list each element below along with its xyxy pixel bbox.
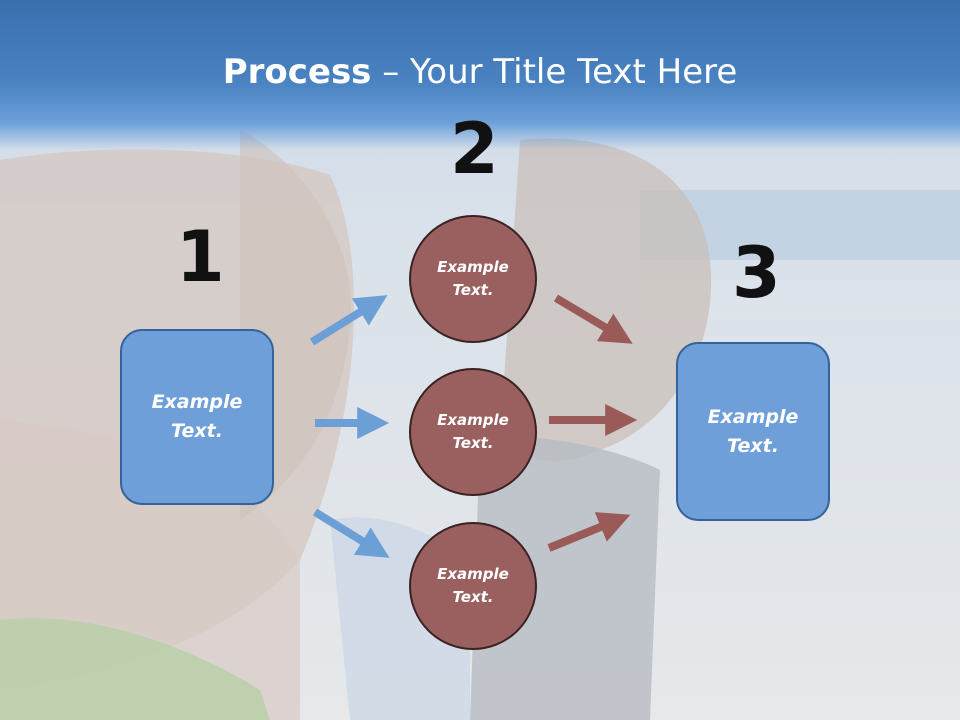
arrow-to-circle-3 xyxy=(312,508,390,558)
title-rest: – Your Title Text Here xyxy=(371,52,738,92)
step-number-2: 2 xyxy=(450,108,499,190)
title-bold: Process xyxy=(222,52,372,92)
arrow-from-circle-3 xyxy=(547,512,631,552)
step-1-box: Example Text. xyxy=(120,329,274,505)
step-3-box: Example Text. xyxy=(676,342,830,521)
step-3-text: Example Text. xyxy=(707,405,799,457)
step-2-circle-2: Example Text. xyxy=(409,368,537,496)
circle-1-text: Example Text. xyxy=(437,258,509,299)
slide-title: Process – Your Title Text Here xyxy=(0,52,960,92)
title-bar xyxy=(0,0,960,150)
step-1-text: Example Text. xyxy=(151,391,243,442)
arrow-from-circle-1 xyxy=(553,294,633,344)
step-2-circle-1: Example Text. xyxy=(409,215,537,343)
arrow-to-circle-1 xyxy=(309,295,388,346)
step-number-1: 1 xyxy=(176,216,225,298)
circle-2-text: Example Text. xyxy=(437,411,509,452)
step-2-circle-3: Example Text. xyxy=(409,522,537,650)
circle-3-text: Example Text. xyxy=(437,565,509,606)
step-number-3: 3 xyxy=(732,232,781,314)
